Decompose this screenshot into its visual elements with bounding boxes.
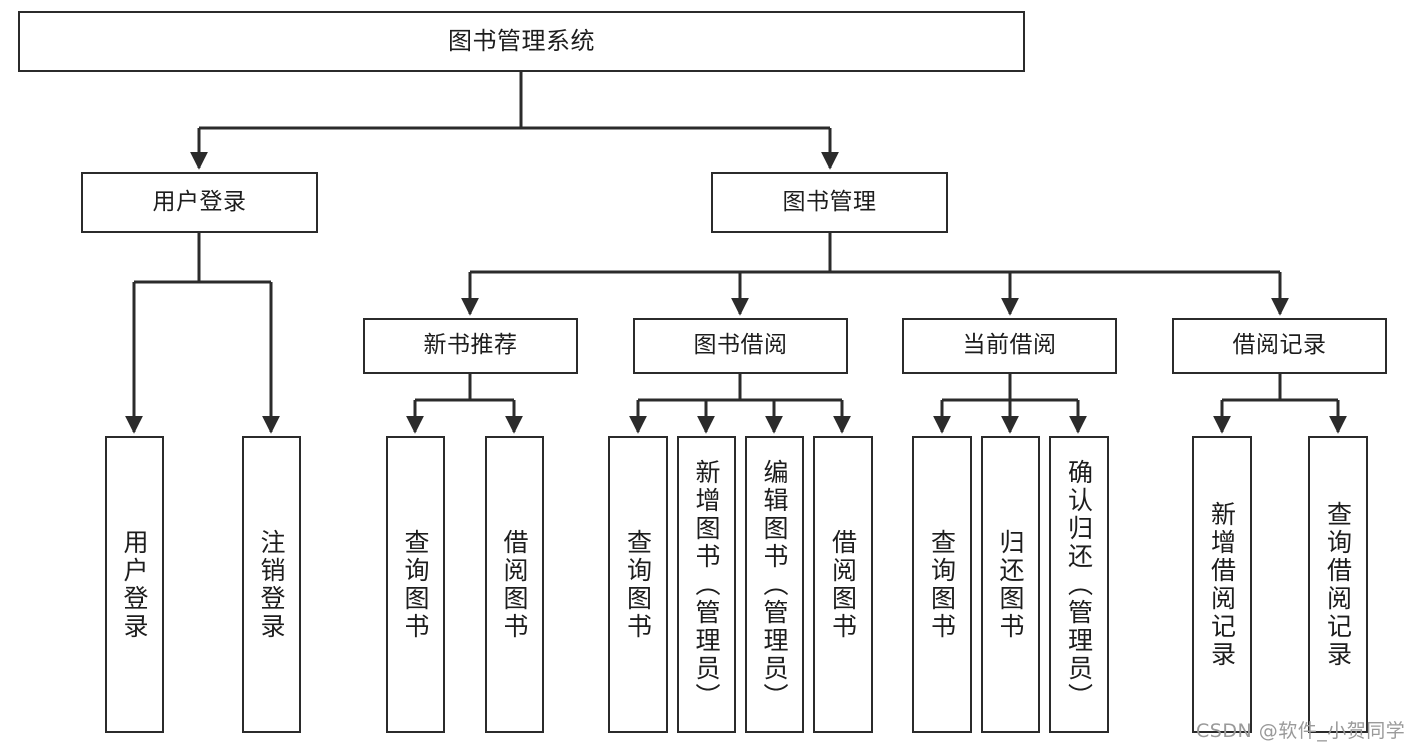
node-leaf-query-book-2[interactable]: 查询图书	[608, 436, 668, 733]
node-leaf-edit-book[interactable]: 编辑图书（管理员）	[745, 436, 804, 733]
node-new-book-recommend[interactable]: 新书推荐	[363, 318, 578, 374]
node-book-borrow[interactable]: 图书借阅	[633, 318, 848, 374]
node-leaf-user-login-label: 用户登录	[120, 528, 149, 641]
node-leaf-return-book[interactable]: 归还图书	[981, 436, 1040, 733]
node-leaf-add-book[interactable]: 新增图书（管理员）	[677, 436, 736, 733]
node-root[interactable]: 图书管理系统	[18, 11, 1025, 72]
node-new-book-recommend-label: 新书推荐	[423, 332, 518, 359]
node-leaf-query-book-2-label: 查询图书	[623, 528, 653, 641]
node-leaf-edit-book-label: 编辑图书（管理员）	[760, 458, 789, 711]
node-leaf-logout-label: 注销登录	[257, 528, 286, 641]
node-leaf-borrow-book-2[interactable]: 借阅图书	[813, 436, 873, 733]
node-book-borrow-label: 图书借阅	[693, 332, 788, 359]
node-current-borrow-label: 当前借阅	[962, 332, 1057, 359]
node-user-login-label: 用户登录	[152, 188, 247, 215]
node-current-borrow[interactable]: 当前借阅	[902, 318, 1117, 374]
node-leaf-borrow-book-1-label: 借阅图书	[500, 528, 529, 641]
node-leaf-return-book-label: 归还图书	[996, 528, 1025, 641]
node-book-manage[interactable]: 图书管理	[711, 172, 948, 233]
node-book-manage-label: 图书管理	[782, 188, 877, 215]
node-leaf-query-record-label: 查询借阅记录	[1323, 500, 1353, 669]
node-leaf-borrow-book-1[interactable]: 借阅图书	[485, 436, 544, 733]
node-leaf-confirm-return[interactable]: 确认归还（管理员）	[1049, 436, 1109, 733]
node-leaf-add-record[interactable]: 新增借阅记录	[1192, 436, 1252, 733]
node-leaf-query-book-3-label: 查询图书	[927, 528, 957, 641]
node-borrow-record-label: 借阅记录	[1232, 332, 1327, 359]
node-leaf-confirm-return-label: 确认归还（管理员）	[1064, 458, 1094, 711]
node-borrow-record[interactable]: 借阅记录	[1172, 318, 1387, 374]
node-leaf-add-book-label: 新增图书（管理员）	[692, 458, 721, 711]
node-leaf-add-record-label: 新增借阅记录	[1207, 500, 1237, 669]
node-leaf-borrow-book-2-label: 借阅图书	[828, 528, 858, 641]
node-leaf-query-book-3[interactable]: 查询图书	[912, 436, 972, 733]
node-leaf-query-book-1-label: 查询图书	[401, 528, 430, 641]
node-user-login[interactable]: 用户登录	[81, 172, 318, 233]
node-leaf-query-record[interactable]: 查询借阅记录	[1308, 436, 1368, 733]
node-leaf-logout[interactable]: 注销登录	[242, 436, 301, 733]
node-leaf-query-book-1[interactable]: 查询图书	[386, 436, 445, 733]
node-root-label: 图书管理系统	[448, 27, 595, 56]
node-leaf-user-login[interactable]: 用户登录	[105, 436, 164, 733]
